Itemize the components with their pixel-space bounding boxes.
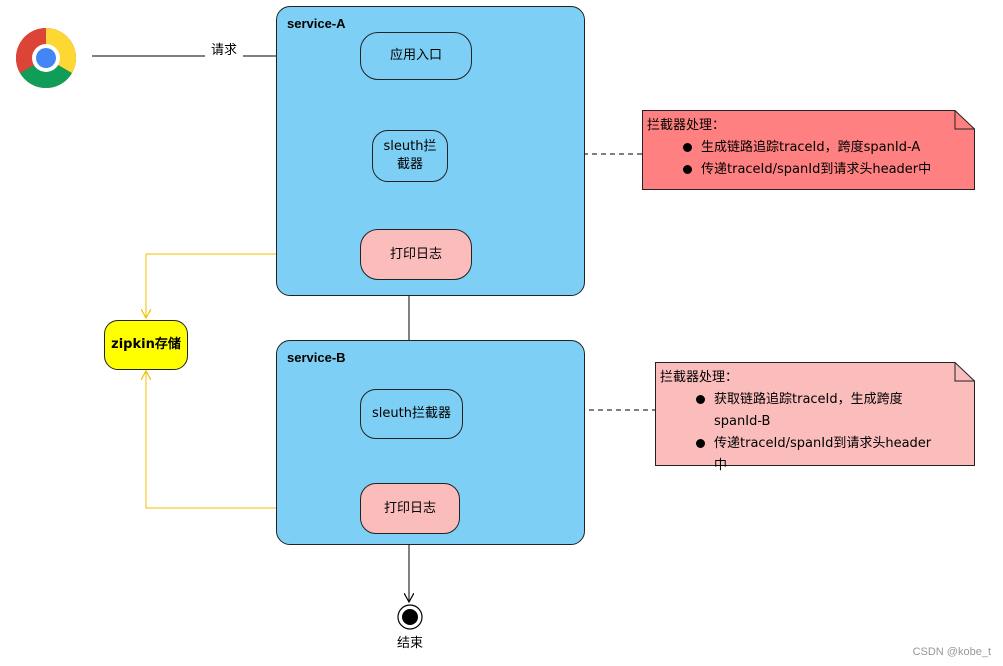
log-b-label: 打印日志 bbox=[383, 500, 436, 516]
service-a-title: service-A bbox=[287, 16, 346, 31]
note-b-shape bbox=[655, 362, 975, 466]
zipkin-storage-node: zipkin存储 bbox=[104, 320, 188, 370]
note-a-shape bbox=[642, 110, 975, 190]
watermark: CSDN @kobe_t bbox=[912, 646, 991, 658]
sleuth-a-label-line2: 截器 bbox=[396, 157, 423, 172]
request-label: 请求 bbox=[205, 39, 244, 58]
bullet-icon bbox=[696, 395, 705, 404]
sleuth-a-label-line1: sleuth拦 bbox=[383, 139, 437, 154]
log-a-node: 打印日志 bbox=[360, 229, 472, 280]
sleuth-a-label: sleuth拦 截器 bbox=[384, 138, 437, 174]
note-a-item: 生成链路追踪traceId，跨度spanId-A bbox=[647, 137, 967, 159]
note-a-list: 生成链路追踪traceId，跨度spanId-A 传递traceId/spanI… bbox=[647, 137, 967, 181]
bullet-icon bbox=[683, 165, 692, 174]
note-a-item: 传递traceId/spanId到请求头header中 bbox=[647, 159, 967, 181]
end-label: 结束 bbox=[397, 636, 424, 651]
zipkin-label: zipkin存储 bbox=[111, 337, 181, 352]
bullet-icon bbox=[696, 439, 705, 448]
note-b-list: 获取链路追踪traceId，生成跨度spanId-B 传递traceId/spa… bbox=[660, 389, 936, 477]
sleuth-interceptor-b-node: sleuth拦截器 bbox=[360, 389, 463, 439]
end-node-inner bbox=[402, 609, 418, 625]
bullet-icon bbox=[683, 143, 692, 152]
note-b-title: 拦截器处理： bbox=[660, 370, 739, 385]
note-b-item-1-text: 获取链路追踪traceId，生成跨度spanId-B bbox=[714, 392, 903, 429]
chrome-browser-icon bbox=[15, 27, 77, 89]
note-a-item-1-text: 生成链路追踪traceId，跨度spanId-A bbox=[701, 140, 921, 155]
log-a-label: 打印日志 bbox=[389, 246, 442, 262]
note-a-item-2-text: 传递traceId/spanId到请求头header中 bbox=[701, 162, 932, 177]
note-b: 拦截器处理： 获取链路追踪traceId，生成跨度spanId-B 传递trac… bbox=[655, 362, 975, 473]
sleuth-b-label: sleuth拦截器 bbox=[372, 406, 451, 421]
note-b-item: 获取链路追踪traceId，生成跨度spanId-B bbox=[660, 389, 936, 433]
note-b-item-2-text: 传递traceId/spanId到请求头header中 bbox=[714, 436, 932, 473]
service-b-title: service-B bbox=[287, 350, 346, 365]
note-b-item: 传递traceId/spanId到请求头header中 bbox=[660, 433, 936, 477]
log-b-node: 打印日志 bbox=[360, 483, 460, 534]
note-a-title: 拦截器处理： bbox=[647, 118, 726, 133]
note-a: 拦截器处理： 生成链路追踪traceId，跨度spanId-A 传递traceI… bbox=[642, 110, 975, 190]
app-entry-node: 应用入口 bbox=[360, 32, 472, 80]
sleuth-interceptor-a-node: sleuth拦 截器 bbox=[372, 130, 448, 182]
app-entry-label: 应用入口 bbox=[389, 48, 442, 63]
